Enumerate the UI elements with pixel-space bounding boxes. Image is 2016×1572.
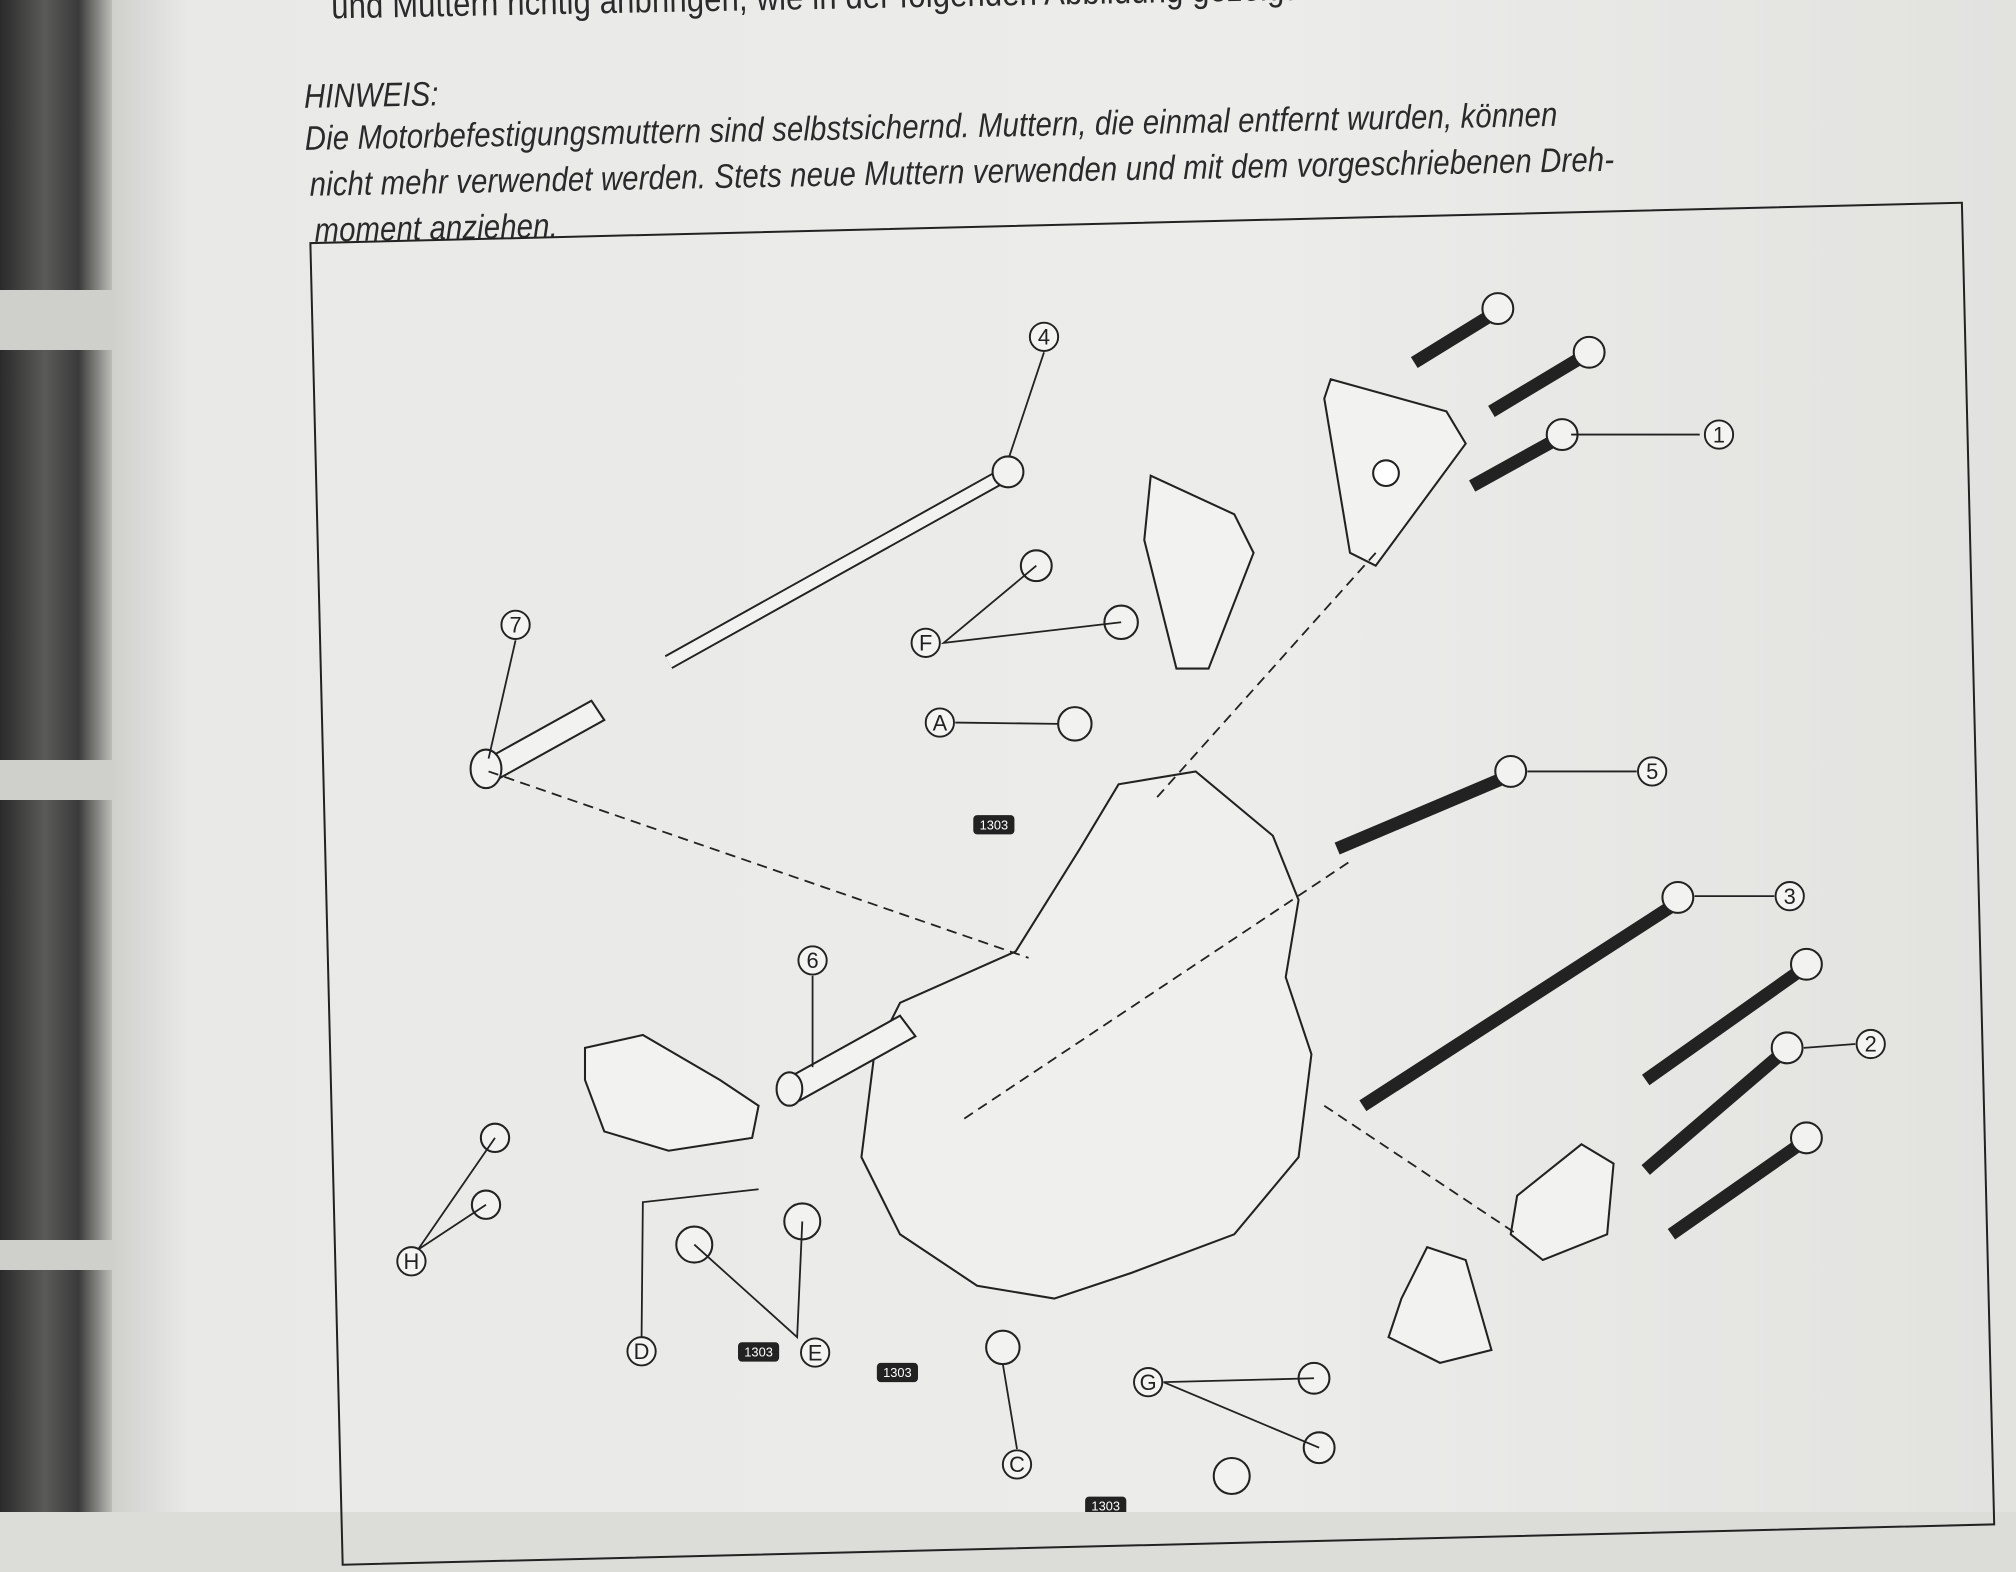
svg-text:C: C — [1009, 1452, 1025, 1477]
callout-E: E — [800, 1337, 831, 1368]
lower-right-plate — [1509, 1143, 1615, 1262]
svg-text:4: 4 — [1038, 325, 1050, 350]
svg-text:1303: 1303 — [883, 1365, 912, 1380]
svg-text:3: 3 — [1784, 884, 1796, 909]
adjacent-page-photo — [0, 0, 112, 1512]
callout-4: 4 — [1028, 321, 1060, 352]
callout-C: C — [1001, 1449, 1033, 1480]
svg-text:1303: 1303 — [1091, 1499, 1120, 1512]
callout-D: D — [626, 1336, 657, 1367]
engine-case — [860, 770, 1313, 1300]
svg-text:5: 5 — [1646, 759, 1658, 784]
threadlock-tag-icon: 1303 — [973, 815, 1015, 835]
left-bracket — [583, 1033, 760, 1152]
upper-plate — [1143, 474, 1255, 670]
svg-text:1303: 1303 — [744, 1344, 773, 1359]
bolts-1 — [1410, 292, 1606, 492]
svg-text:1: 1 — [1713, 422, 1725, 447]
svg-text:7: 7 — [509, 613, 521, 638]
callout-6: 6 — [797, 945, 828, 976]
callout-1: 1 — [1703, 419, 1735, 450]
svg-text:1303: 1303 — [980, 817, 1009, 832]
callout-A: A — [924, 707, 955, 738]
bolt-7 — [469, 455, 1025, 790]
threadlock-tag-icon: 1303 — [738, 1342, 780, 1362]
callout-7: 7 — [500, 609, 531, 640]
callout-H: H — [396, 1246, 427, 1277]
callout-3: 3 — [1774, 881, 1805, 912]
engine-mount-diagram: 4 1 7 F A 5 3 6 2 H D E C G 1303 1303 13… — [396, 292, 1886, 1512]
callout-2: 2 — [1855, 1028, 1886, 1060]
callout-G: G — [1133, 1367, 1164, 1398]
threadlock-tag-icon: 1303 — [1085, 1496, 1127, 1512]
threadlock-tag-icon: 1303 — [876, 1362, 918, 1383]
svg-text:2: 2 — [1865, 1032, 1877, 1057]
svg-text:F: F — [919, 631, 932, 656]
svg-text:G: G — [1140, 1370, 1157, 1395]
callout-F: F — [910, 627, 941, 658]
svg-text:E: E — [808, 1340, 823, 1365]
lower-plate — [1387, 1245, 1493, 1364]
svg-text:A: A — [933, 710, 948, 735]
svg-text:6: 6 — [806, 948, 818, 973]
svg-text:H: H — [404, 1249, 420, 1274]
callout-5: 5 — [1637, 756, 1668, 787]
svg-text:D: D — [634, 1339, 650, 1364]
